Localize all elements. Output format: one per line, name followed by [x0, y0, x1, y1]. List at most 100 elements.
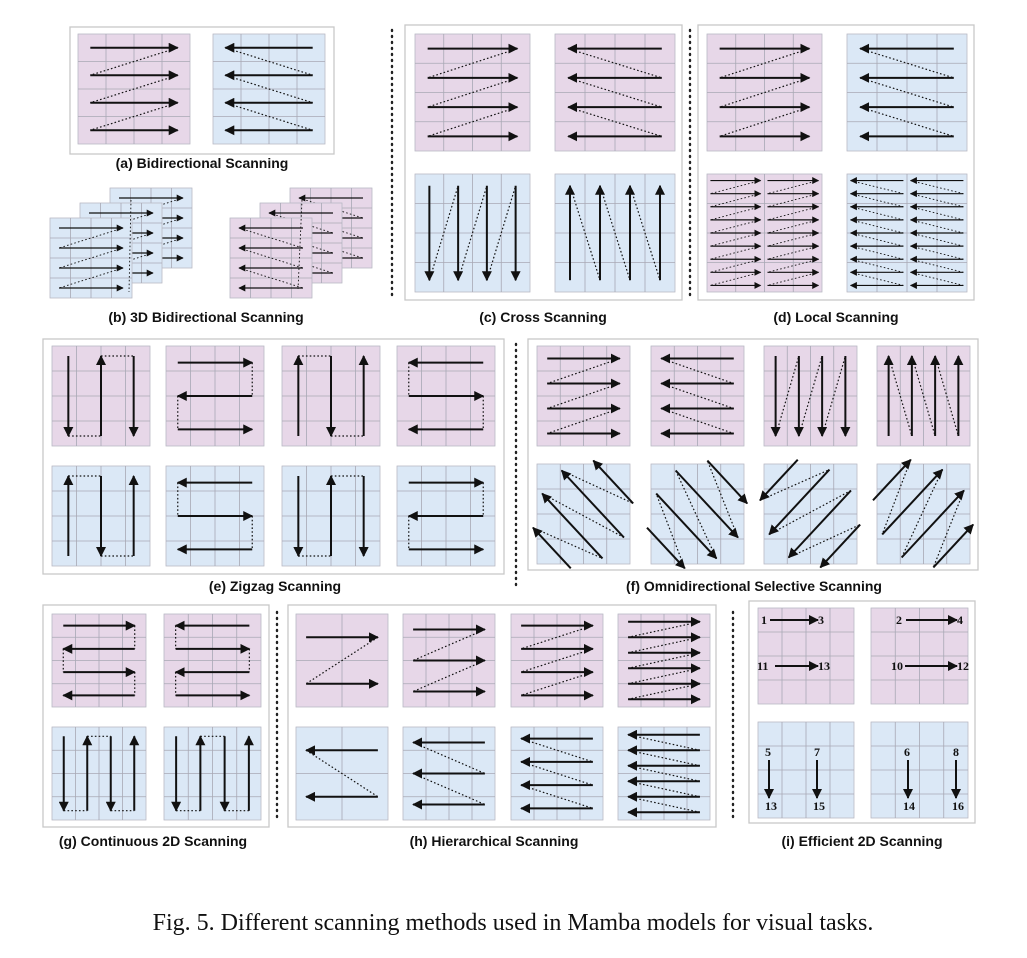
scan-link: [561, 469, 634, 504]
scan-link: [719, 48, 810, 79]
scan-link: [788, 524, 861, 559]
scan-link: [719, 77, 810, 108]
scan-link: [719, 106, 810, 137]
index-number: 8: [953, 745, 959, 759]
grid-continuous: [163, 726, 262, 821]
scan-link: [768, 489, 852, 535]
scan-link: [547, 407, 620, 435]
grid-hierarchical: [617, 613, 711, 708]
scan-link: [627, 621, 701, 638]
label-hierarchical-scanning: (h) Hierarchical Scanning: [410, 833, 579, 849]
grid-cross-3: [414, 173, 531, 293]
grid-hierarchical: [510, 726, 604, 821]
scan-link: [520, 784, 594, 809]
scan-link: [710, 232, 761, 247]
scan-link: [934, 355, 959, 437]
scan-link: [860, 106, 954, 137]
scan-link: [520, 671, 594, 696]
index-number: 2: [896, 613, 902, 627]
scan-link: [767, 206, 819, 221]
scan-arrow: [706, 459, 748, 505]
grid-cross-2: [554, 33, 676, 152]
scan-link: [767, 271, 819, 286]
efficient-scan-numbers: 1 3 11 13 2 4 10 12 5 13 7 15 6 14 8 16: [757, 613, 969, 813]
scan-link: [547, 382, 620, 410]
scan-link: [767, 232, 819, 247]
grid-omni: [763, 463, 858, 565]
scan-link: [627, 636, 701, 654]
scan-arrow: [674, 469, 739, 539]
scan-arrow: [560, 469, 625, 539]
scan-link: [911, 355, 936, 437]
scan-link: [910, 193, 964, 208]
scan-link: [860, 48, 954, 79]
grid-efficient: [757, 721, 855, 819]
scan-link: [532, 527, 603, 559]
scan-link: [661, 357, 734, 385]
scan-arrow: [592, 459, 634, 505]
label-zigzag-scanning: (e) Zigzag Scanning: [209, 578, 341, 594]
scan-link: [850, 271, 904, 286]
grid-omni: [650, 463, 745, 565]
grid-local-2: [846, 33, 968, 152]
index-number: 3: [818, 613, 824, 627]
scan-link: [710, 193, 761, 208]
scan-link: [128, 199, 132, 293]
scan-link: [932, 490, 965, 568]
label-3d-bidirectional-scanning: (b) 3D Bidirectional Scanning: [108, 309, 303, 325]
scan-arrow: [655, 492, 718, 560]
scan-arrow: [541, 492, 604, 560]
scan-link: [305, 636, 379, 685]
scan-link: [627, 652, 701, 669]
scan-link: [569, 185, 601, 281]
scan-link: [412, 772, 486, 806]
scan-arrow: [787, 489, 852, 559]
scan-link: [821, 355, 846, 437]
scan-link: [775, 355, 800, 437]
scan-arrow: [646, 527, 686, 570]
scan-link: [627, 796, 701, 813]
scan-link: [520, 625, 594, 650]
scan-link: [850, 206, 904, 221]
index-number: 16: [952, 799, 964, 813]
scan-link: [629, 185, 661, 281]
scan-link: [627, 780, 701, 798]
scan-link: [850, 245, 904, 260]
scan-link: [90, 47, 178, 76]
scan-link: [675, 470, 718, 559]
scan-link: [225, 74, 313, 104]
index-number: 5: [765, 745, 771, 759]
scan-link: [486, 185, 517, 281]
grid-continuous: [51, 726, 147, 821]
scan-link: [225, 102, 313, 131]
scan-link: [568, 77, 662, 108]
scan-link: [412, 741, 486, 775]
index-number: 6: [904, 745, 910, 759]
label-continuous-2d-scanning: (g) Continuous 2D Scanning: [59, 833, 247, 849]
index-number: 15: [813, 799, 825, 813]
grid-continuous: [163, 613, 262, 708]
scan-link: [901, 469, 944, 558]
scan-link: [568, 106, 662, 137]
scan-link: [759, 469, 830, 501]
scan-link: [860, 77, 954, 108]
scan-link: [850, 232, 904, 247]
grid-omni: [763, 345, 858, 447]
grid-efficient: [757, 607, 855, 705]
scan-link: [710, 219, 761, 234]
scan-link: [910, 219, 964, 234]
scan-link: [225, 47, 313, 76]
scan-arrow: [872, 458, 912, 501]
scan-link: [850, 193, 904, 208]
scan-link: [910, 180, 964, 195]
scan-link: [910, 271, 964, 286]
scan-link: [627, 765, 701, 782]
index-number: 11: [757, 659, 768, 673]
index-number: 13: [818, 659, 830, 673]
grid-omni: [876, 345, 971, 447]
figure-caption: Fig. 5. Different scanning methods used …: [153, 910, 874, 936]
label-bidirectional-scanning: (a) Bidirectional Scanning: [116, 155, 289, 171]
scan-link: [627, 749, 701, 767]
scan-link: [627, 734, 701, 751]
